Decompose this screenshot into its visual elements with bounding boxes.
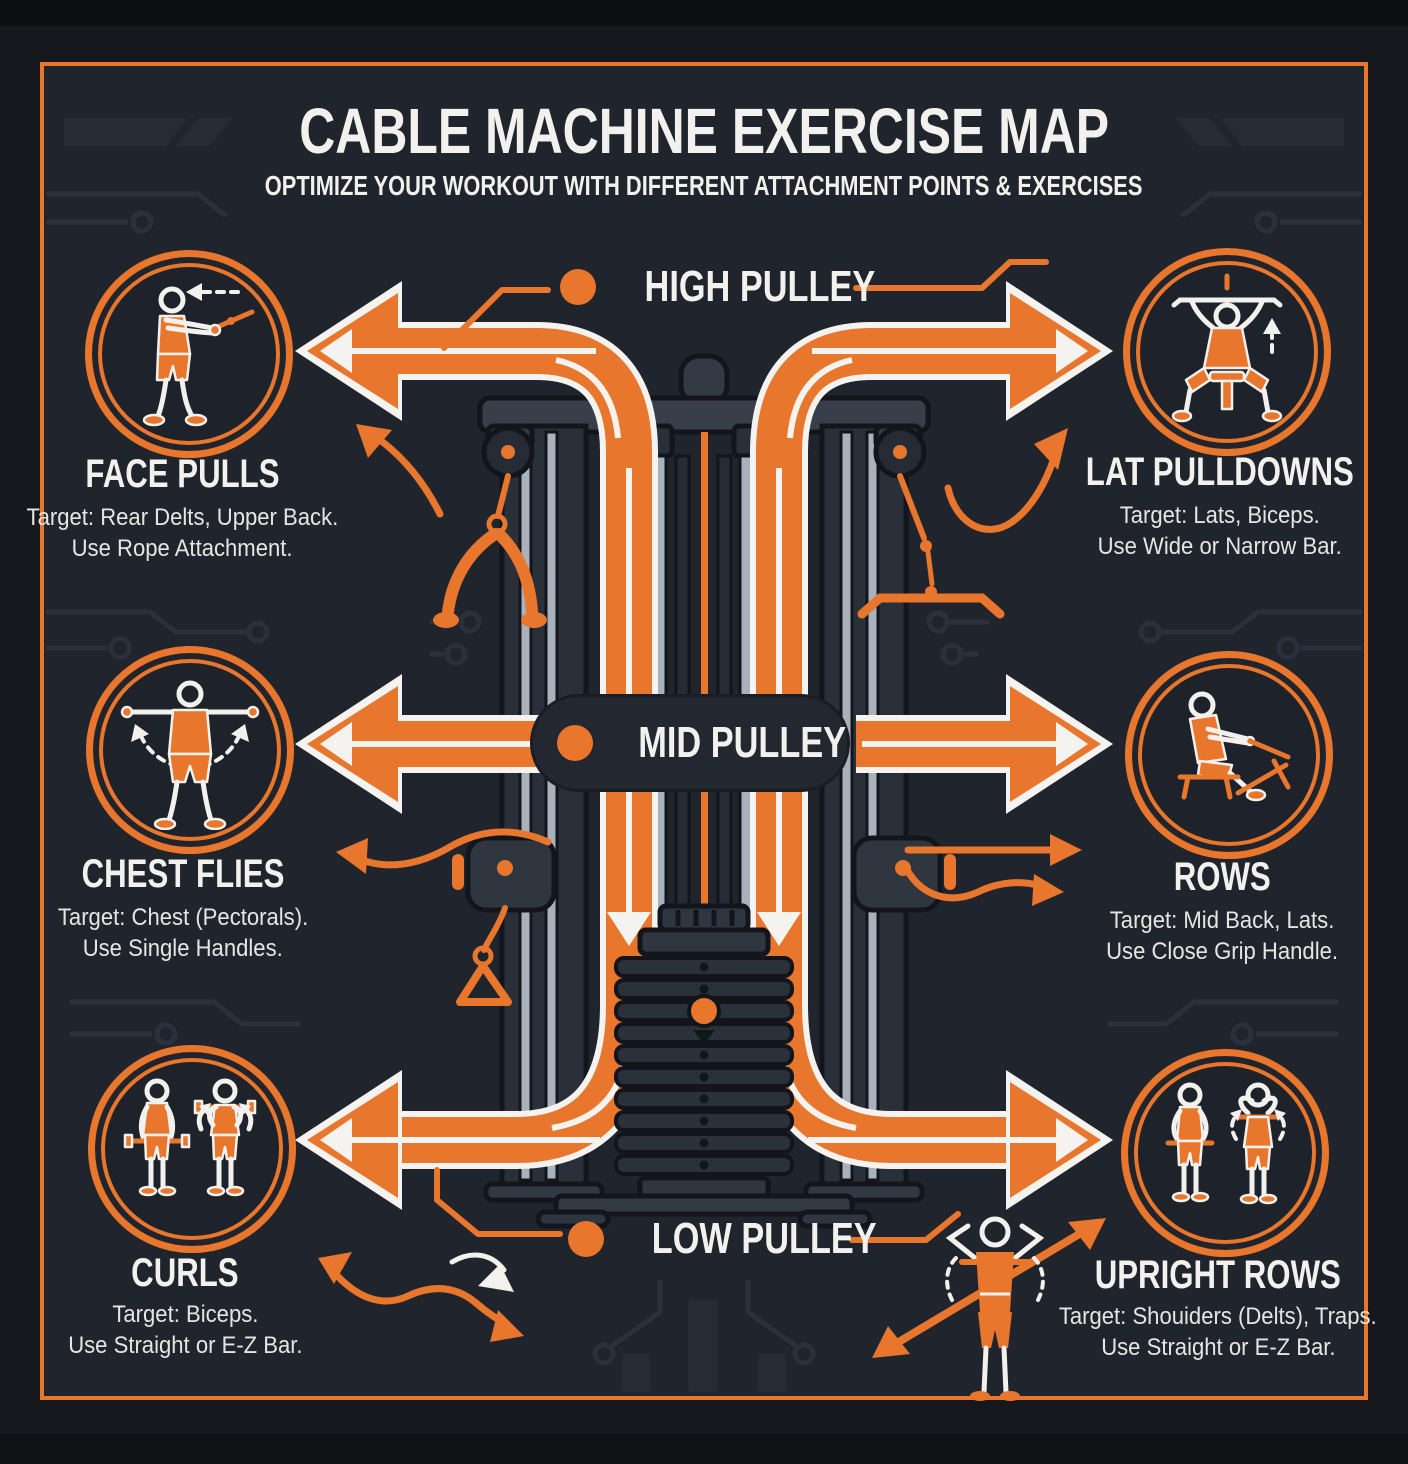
right-mid-pulley-bracket: [851, 835, 943, 913]
chest-fly-figure-icon: [120, 680, 260, 830]
curved-arrow-top-left: [376, 436, 444, 518]
high-pulley-left-connector: [441, 287, 551, 351]
exercise-details: Target: Shouiders (Delts), Traps. Use St…: [1059, 1303, 1377, 1361]
bottom-margin: [0, 1434, 1408, 1464]
white-curved-arrow-bottom-left: [449, 1252, 507, 1273]
face-pulls-circle: [85, 250, 293, 458]
exercise-details: Target: Lats, Biceps. Use Wide or Narrow…: [1097, 502, 1343, 560]
exercise-name: LAT PULLDOWNS: [1085, 450, 1355, 494]
exercise-details: Target: Biceps. Use Straight or E-Z Bar.: [67, 1301, 303, 1359]
curls-circle: [88, 1045, 296, 1253]
curl-figures-icon: [123, 1078, 257, 1197]
upright-row-figures-icon: [1165, 1082, 1286, 1205]
squiggle-arrow-mid-left: [358, 828, 552, 869]
lat-pulldowns-circle: [1123, 248, 1331, 456]
weight-pin: [687, 994, 721, 1028]
low-pulley-right-connector: [849, 1211, 961, 1243]
rows-circle: [1125, 651, 1333, 859]
high-pulley-label: HIGH PULLEY: [560, 262, 908, 312]
exercise-name: FACE PULLS: [84, 452, 280, 496]
mid-pulley-dot-icon: [557, 725, 593, 761]
wavy-arrow-mid-right: [902, 864, 1044, 902]
squiggle-arrow-bottom-left: [328, 1266, 512, 1329]
curved-arrow-top-right: [944, 454, 1058, 533]
left-mid-pulley-bracket: [465, 835, 557, 913]
low-pulley-dot-icon: [568, 1221, 604, 1257]
decor-arrows: [318, 259, 1106, 1358]
lat-bar-attachment-icon: [857, 473, 1005, 619]
low-pulley-left-connector: [434, 1167, 563, 1237]
exercise-name: ROWS: [1173, 855, 1271, 899]
single-handle-attachment-icon: [456, 905, 512, 1006]
mid-pulley-label: MID PULLEY: [530, 694, 850, 792]
exercise-details: Target: Rear Delts, Upper Back. Use Rope…: [26, 504, 338, 562]
center-cable-line: [701, 432, 708, 930]
inner-white-arrows: [346, 348, 1062, 1143]
page-title: CABLE MACHINE EXERCISE MAP: [299, 95, 1109, 167]
page-subtitle: OPTIMIZE YOUR WORKOUT WITH DIFFERENT ATT…: [265, 170, 1143, 201]
low-pulley-label: LOW PULLEY: [568, 1214, 908, 1264]
exercise-name: UPRIGHT ROWS: [1094, 1253, 1342, 1297]
exercise-details: Target: Chest (Pectorals). Use Single Ha…: [57, 904, 309, 962]
machine-right-column: [819, 423, 909, 1187]
rope-attachment-icon: [433, 473, 547, 628]
lat-pulldown-figure-icon: [1171, 273, 1283, 423]
cable-path-bands: [295, 281, 1113, 1210]
high-pulley-dot-icon: [560, 269, 596, 305]
exercise-name: CURLS: [131, 1251, 239, 1295]
face-pull-figure-icon: [142, 283, 255, 427]
exercise-details: Target: Mid Back, Lats. Use Close Grip H…: [1106, 907, 1338, 965]
cable-machine: [452, 353, 956, 1187]
machine-left-column: [499, 423, 589, 1187]
high-pulley-right-connector: [853, 259, 1049, 291]
circuit-trace-decor: [46, 118, 1362, 1392]
exercise-name: CHEST FLIES: [81, 852, 285, 896]
upright-rows-circle: [1121, 1049, 1329, 1257]
chest-flies-circle: [86, 646, 294, 854]
top-margin: [0, 0, 1408, 26]
row-figure-icon: [1177, 691, 1291, 802]
weight-stack: [483, 903, 925, 1229]
upright-row-demo-figure: [945, 1216, 1045, 1401]
